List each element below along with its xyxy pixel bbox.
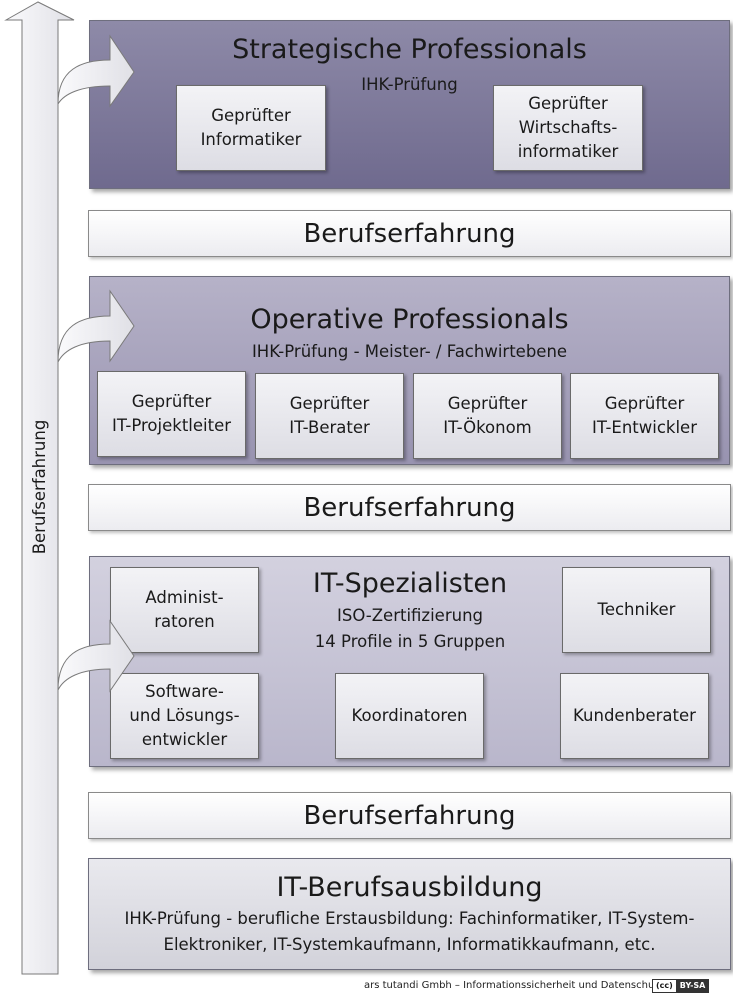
vertical-arrow-label: Berufserfahrung: [30, 420, 49, 555]
box-line: Geprüfter: [211, 106, 291, 125]
tier-strategic-title: Strategische Professionals: [232, 34, 587, 65]
box-it-berater: Geprüfter IT-Berater: [255, 373, 404, 459]
box-line: entwickler: [141, 730, 228, 749]
box-line: Geprüfter: [289, 394, 370, 413]
box-line: IT-Berater: [289, 418, 370, 437]
footer-credit: ars tutandi Gmbh – Informationssicherhei…: [364, 980, 664, 991]
box-techniker: Techniker: [562, 567, 711, 653]
box-line: Geprüfter: [528, 94, 608, 113]
license-cc-icon: (cc): [653, 980, 677, 992]
tier-it-training: [88, 858, 731, 970]
vertical-arrow-shape: [4, 1, 75, 975]
box-line: Koordinatoren: [351, 706, 468, 725]
tier-operative-title: Operative Professionals: [250, 304, 569, 335]
box-administratoren: Administ- ratoren: [110, 567, 259, 653]
tier-training-line-2: Elektroniker, IT-Systemkaufmann, Informa…: [163, 935, 656, 954]
box-line: Kundenberater: [573, 706, 696, 725]
tier-training-line-1: IHK-Prüfung - berufliche Erstausbildung:…: [124, 909, 695, 928]
box-wirtschaftsinformatiker: Geprüfter Wirtschafts- informatiker: [493, 85, 643, 171]
branch-arrow-strategic-icon: [57, 34, 135, 108]
box-line: IT-Projektleiter: [111, 416, 232, 435]
tier-operative-subtitle: IHK-Prüfung - Meister- / Fachwirtebene: [251, 342, 568, 361]
license-type: BY-SA: [676, 980, 709, 992]
box-line: IT-Ökonom: [443, 418, 532, 437]
box-line: ratoren: [154, 612, 215, 631]
tier-specialists-subtitle-1: ISO-Zertifizierung: [337, 606, 483, 625]
box-kundenberater: Kundenberater: [560, 673, 709, 759]
tier-training-title: IT-Berufsausbildung: [276, 872, 543, 903]
experience-bar-1: Berufserfahrung: [88, 210, 731, 257]
box-it-projektleiter: Geprüfter IT-Projektleiter: [97, 371, 246, 457]
box-it-oekonom: Geprüfter IT-Ökonom: [413, 373, 562, 459]
box-line: informatiker: [517, 142, 619, 161]
box-line: und Lösungs-: [129, 706, 240, 725]
box-line: Geprüfter: [604, 394, 685, 413]
box-line: Administ-: [145, 588, 224, 607]
license-badge: (cc) BY-SA: [652, 979, 710, 993]
box-line: Informatiker: [200, 130, 302, 149]
box-koordinatoren: Koordinatoren: [335, 673, 484, 759]
branch-arrow-operative-icon: [57, 289, 135, 363]
box-line: Techniker: [597, 600, 676, 619]
box-it-entwickler: Geprüfter IT-Entwickler: [570, 373, 719, 459]
experience-bar-2: Berufserfahrung: [88, 484, 731, 531]
box-software-entwickler: Software- und Lösungs- entwickler: [110, 673, 259, 759]
box-informatiker: Geprüfter Informatiker: [176, 85, 326, 171]
box-line: Geprüfter: [131, 392, 212, 411]
tier-specialists-title: IT-Spezialisten: [312, 568, 508, 599]
branch-arrow-specialists-icon: [57, 619, 135, 693]
experience-bar-3: Berufserfahrung: [88, 792, 731, 839]
box-line: Wirtschafts-: [518, 118, 618, 137]
tier-strategic-subtitle: IHK-Prüfung: [361, 75, 458, 94]
box-line: IT-Entwickler: [592, 418, 697, 437]
tier-specialists-subtitle-2: 14 Profile in 5 Gruppen: [314, 632, 506, 651]
box-line: Geprüfter: [447, 394, 528, 413]
box-line: Software-: [145, 682, 224, 701]
